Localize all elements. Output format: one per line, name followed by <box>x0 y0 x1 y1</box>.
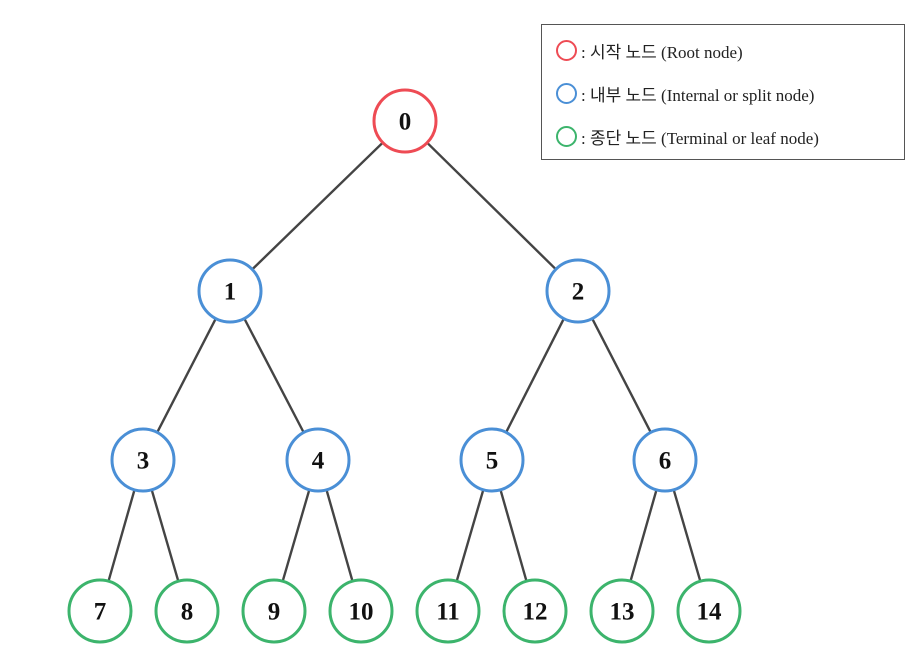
internal-node-circle <box>632 427 698 493</box>
node-label: 8 <box>181 599 194 626</box>
node-label: 1 <box>224 279 237 306</box>
node-label: 4 <box>312 448 325 475</box>
internal-node-circle <box>545 258 611 324</box>
edge-2-6 <box>591 318 652 433</box>
node-3: 3 <box>110 427 176 493</box>
node-4: 4 <box>285 427 351 493</box>
terminal-node-circle <box>589 578 655 644</box>
edge-4-9 <box>281 489 311 582</box>
node-label: 10 <box>349 599 374 626</box>
node-label: 13 <box>610 599 635 626</box>
internal-node-circle <box>285 427 351 493</box>
edge-0-2 <box>426 141 557 271</box>
node-8: 8 <box>154 578 220 644</box>
edge-6-14 <box>672 489 702 582</box>
node-10: 10 <box>328 578 394 644</box>
node-6: 6 <box>632 427 698 493</box>
node-label: 0 <box>399 109 412 136</box>
node-7: 7 <box>67 578 133 644</box>
terminal-node-circle <box>676 578 742 644</box>
red-circle-icon <box>556 40 577 61</box>
edge-0-1 <box>251 141 384 271</box>
edge-2-5 <box>505 318 565 433</box>
node-5: 5 <box>459 427 525 493</box>
legend-label-internal: : 내부 노드 (Internal or split node) <box>581 86 815 105</box>
edge-4-10 <box>325 489 354 582</box>
edge-5-11 <box>455 489 485 582</box>
root-node-circle <box>372 88 438 154</box>
legend-item-terminal: : 종단 노드 (Terminal or leaf node) <box>556 115 896 158</box>
edge-3-7 <box>107 489 136 582</box>
terminal-node-circle <box>328 578 394 644</box>
legend-item-internal: : 내부 노드 (Internal or split node) <box>556 72 896 115</box>
node-12: 12 <box>502 578 568 644</box>
node-9: 9 <box>241 578 307 644</box>
node-label: 6 <box>659 448 672 475</box>
terminal-node-circle <box>154 578 220 644</box>
internal-node-circle <box>110 427 176 493</box>
node-14: 14 <box>676 578 742 644</box>
node-label: 11 <box>436 599 460 626</box>
green-circle-icon <box>556 126 577 147</box>
terminal-node-circle <box>241 578 307 644</box>
node-0: 0 <box>372 88 438 154</box>
node-13: 13 <box>589 578 655 644</box>
node-1: 1 <box>197 258 263 324</box>
node-label: 9 <box>268 599 281 626</box>
node-label: 7 <box>94 599 107 626</box>
node-label: 5 <box>486 448 499 475</box>
terminal-node-circle <box>67 578 133 644</box>
node-label: 2 <box>572 279 585 306</box>
blue-circle-icon <box>556 83 577 104</box>
edge-3-8 <box>150 489 180 582</box>
edge-1-4 <box>243 317 305 434</box>
internal-node-circle <box>459 427 525 493</box>
terminal-node-circle <box>415 578 481 644</box>
internal-node-circle <box>197 258 263 324</box>
node-11: 11 <box>415 578 481 644</box>
legend-label-root: : 시작 노드 (Root node) <box>581 43 743 62</box>
terminal-node-circle <box>502 578 568 644</box>
edge-6-13 <box>629 489 658 582</box>
legend-item-root: : 시작 노드 (Root node) <box>556 29 896 72</box>
edges <box>107 141 702 582</box>
legend-label-terminal: : 종단 노드 (Terminal or leaf node) <box>581 129 819 148</box>
edge-1-3 <box>156 318 217 433</box>
node-2: 2 <box>545 258 611 324</box>
node-label: 14 <box>697 599 723 626</box>
node-label: 3 <box>137 448 150 475</box>
node-label: 12 <box>523 599 548 626</box>
edge-5-12 <box>499 489 528 582</box>
legend-box: : 시작 노드 (Root node) : 내부 노드 (Internal or… <box>541 24 905 160</box>
